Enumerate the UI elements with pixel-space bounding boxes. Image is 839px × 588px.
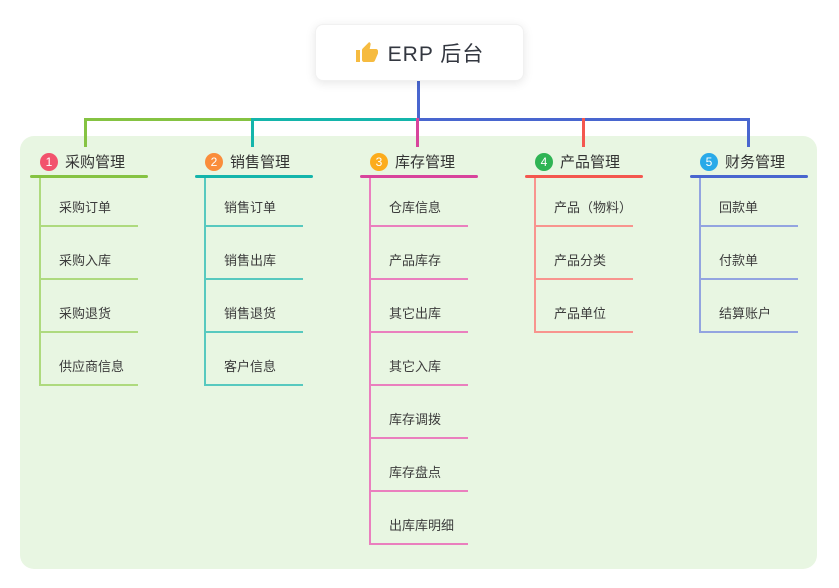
branch-node-purchase[interactable]: 1 采购管理 [30, 148, 148, 175]
child-node[interactable]: 库存调拨 [371, 386, 468, 439]
branch-children: 产品（物料） 产品分类 产品单位 [534, 178, 633, 333]
branch-product: 4 产品管理 产品（物料） 产品分类 产品单位 [525, 148, 643, 333]
child-node[interactable]: 结算账户 [701, 280, 798, 333]
child-node-label: 客户信息 [224, 359, 277, 374]
connector-drop-sales [251, 118, 254, 147]
child-node-label: 出库库明细 [389, 518, 455, 533]
branch-children: 销售订单 销售出库 销售退货 客户信息 [204, 178, 303, 386]
branch-children: 仓库信息 产品库存 其它出库 其它入库 库存调拨 库存盘点 出库库明细 [369, 178, 468, 545]
child-node-label: 产品分类 [554, 253, 607, 268]
branch-title: 销售管理 [230, 154, 291, 171]
child-node[interactable]: 客户信息 [206, 333, 303, 386]
child-node[interactable]: 采购订单 [41, 178, 138, 227]
child-node-label: 采购订单 [59, 200, 112, 215]
branch-underline [360, 175, 478, 178]
child-node[interactable]: 采购退货 [41, 280, 138, 333]
branch-children: 采购订单 采购入库 采购退货 供应商信息 [39, 178, 138, 386]
mindmap-canvas [20, 136, 817, 569]
branch-sales: 2 销售管理 销售订单 销售出库 销售退货 客户信息 [195, 148, 313, 386]
child-node-label: 库存调拨 [389, 412, 442, 427]
child-node[interactable]: 供应商信息 [41, 333, 138, 386]
branch-title: 产品管理 [560, 154, 621, 171]
child-node[interactable]: 销售退货 [206, 280, 303, 333]
branch-number-badge: 2 [205, 152, 223, 171]
branch-finance: 5 财务管理 回款单 付款单 结算账户 [690, 148, 808, 333]
connector-bus-teal [251, 118, 419, 121]
branch-node-finance[interactable]: 5 财务管理 [690, 148, 808, 175]
connector-drop-finance [747, 118, 750, 147]
connector-drop-purchase [84, 118, 87, 147]
branch-purchase: 1 采购管理 采购订单 采购入库 采购退货 供应商信息 [30, 148, 148, 386]
child-node-label: 产品（物料） [554, 200, 633, 215]
child-node-label: 销售订单 [224, 200, 277, 215]
child-node-label: 库存盘点 [389, 465, 442, 480]
child-node-label: 仓库信息 [389, 200, 442, 215]
child-node[interactable]: 产品库存 [371, 227, 468, 280]
branch-underline [30, 175, 148, 178]
branch-number-badge: 4 [535, 152, 553, 171]
connector-drop-product [582, 118, 585, 147]
child-node[interactable]: 库存盘点 [371, 439, 468, 492]
child-node-label: 其它出库 [389, 306, 442, 321]
branch-node-product[interactable]: 4 产品管理 [525, 148, 643, 175]
child-node[interactable]: 其它出库 [371, 280, 468, 333]
connector-drop-inventory [416, 118, 419, 147]
child-node[interactable]: 回款单 [701, 178, 798, 227]
child-node[interactable]: 销售订单 [206, 178, 303, 227]
root-node-label: ERP 后台 [387, 42, 485, 66]
child-node[interactable]: 出库库明细 [371, 492, 468, 545]
child-node-label: 产品库存 [389, 253, 442, 268]
child-node-label: 销售退货 [224, 306, 277, 321]
child-node-label: 销售出库 [224, 253, 277, 268]
branch-title: 库存管理 [395, 154, 456, 171]
branch-underline [525, 175, 643, 178]
child-node[interactable]: 产品单位 [536, 280, 633, 333]
branch-inventory: 3 库存管理 仓库信息 产品库存 其它出库 其它入库 库存调拨 库存盘点 出库库… [360, 148, 478, 545]
branch-underline [195, 175, 313, 178]
branch-title: 采购管理 [65, 154, 126, 171]
branch-node-sales[interactable]: 2 销售管理 [195, 148, 313, 175]
branch-number-badge: 3 [370, 152, 388, 171]
child-node-label: 供应商信息 [59, 359, 125, 374]
branch-children: 回款单 付款单 结算账户 [699, 178, 798, 333]
child-node[interactable]: 产品（物料） [536, 178, 633, 227]
child-node-label: 其它入库 [389, 359, 442, 374]
child-node-label: 付款单 [719, 253, 759, 268]
child-node-label: 采购退货 [59, 306, 112, 321]
child-node[interactable]: 其它入库 [371, 333, 468, 386]
branch-title: 财务管理 [725, 154, 786, 171]
child-node-label: 回款单 [719, 200, 759, 215]
connector-root-vertical [417, 81, 420, 121]
child-node[interactable]: 产品分类 [536, 227, 633, 280]
child-node-label: 产品单位 [554, 306, 607, 321]
branch-node-inventory[interactable]: 3 库存管理 [360, 148, 478, 175]
child-node[interactable]: 仓库信息 [371, 178, 468, 227]
child-node[interactable]: 销售出库 [206, 227, 303, 280]
connector-bus-green [84, 118, 254, 121]
child-node-label: 结算账户 [719, 306, 772, 321]
child-node-label: 采购入库 [59, 253, 112, 268]
child-node[interactable]: 采购入库 [41, 227, 138, 280]
branch-number-badge: 5 [700, 152, 718, 171]
root-node[interactable]: ERP 后台 [315, 24, 524, 81]
branch-number-badge: 1 [40, 152, 58, 171]
thumbs-up-icon [355, 41, 379, 65]
branch-underline [690, 175, 808, 178]
child-node[interactable]: 付款单 [701, 227, 798, 280]
